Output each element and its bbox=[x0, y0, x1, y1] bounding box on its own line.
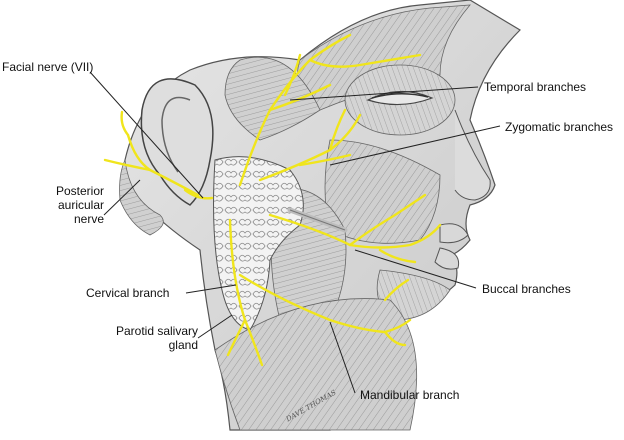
facial-nerve-branches bbox=[103, 33, 442, 367]
leader-temporal-branches bbox=[289, 86, 479, 101]
label-facial-nerve: Facial nerve (VII) bbox=[2, 60, 94, 74]
leader-lines bbox=[89, 71, 501, 394]
leader-buccal-branches bbox=[354, 249, 477, 289]
label-line: Posterior bbox=[55, 184, 104, 198]
label-cervical-branch: Cervical branch bbox=[86, 286, 170, 300]
label-parotid-salivary-gland: Parotid salivary gland bbox=[92, 324, 198, 352]
label-temporal-branches: Temporal branches bbox=[484, 80, 587, 94]
label-zygomatic-branches: Zygomatic branches bbox=[505, 120, 614, 134]
leader-mandibular-branch bbox=[329, 321, 356, 394]
leader-cervical-branch bbox=[185, 284, 237, 294]
label-mandibular-branch: Mandibular branch bbox=[360, 388, 460, 402]
label-posterior-auricular-nerve: Posterior auricular nerve bbox=[26, 184, 104, 226]
label-line: gland bbox=[168, 338, 198, 352]
leader-parotid-gland bbox=[197, 314, 233, 339]
leader-posterior-auricular bbox=[103, 179, 141, 216]
label-line: nerve bbox=[73, 212, 104, 226]
label-line: auricular bbox=[57, 198, 104, 212]
label-line: Parotid salivary bbox=[115, 324, 198, 338]
label-buccal-branches: Buccal branches bbox=[482, 282, 571, 296]
leader-facial-nerve bbox=[89, 71, 204, 199]
leader-zygomatic-branches bbox=[329, 125, 501, 166]
